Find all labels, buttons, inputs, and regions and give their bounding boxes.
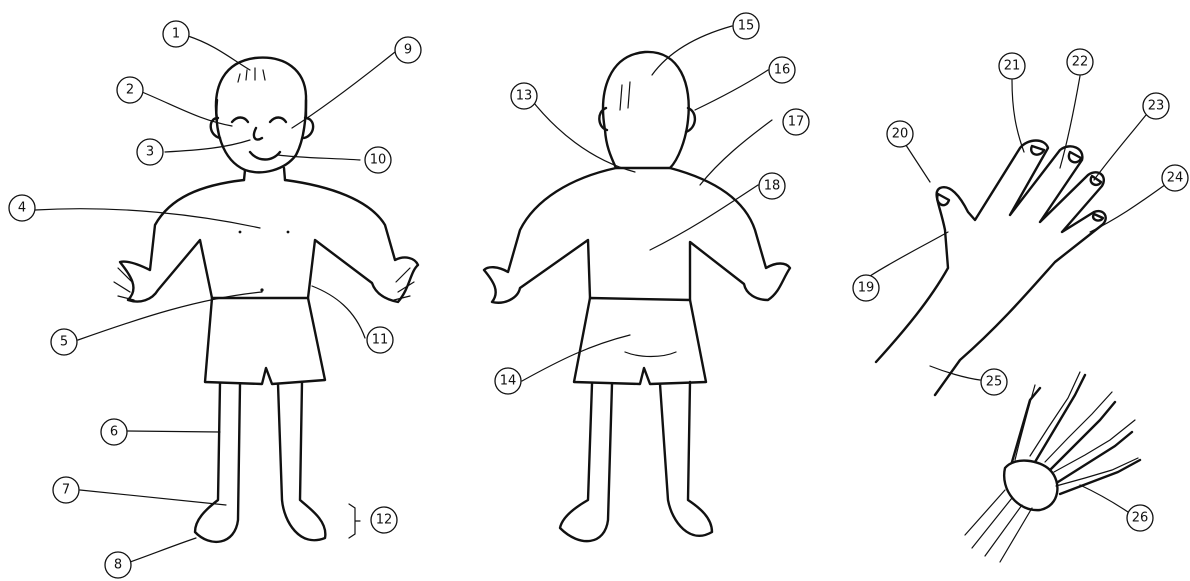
svg-text:15: 15 [738,19,755,34]
front-hair-strands [238,68,265,82]
label-23: 23 [1143,93,1169,119]
svg-text:26: 26 [1132,511,1149,526]
label-3: 3 [137,139,163,165]
svg-text:5: 5 [60,335,68,350]
label-11: 11 [367,327,393,353]
hand-figure [876,141,1106,396]
svg-text:3: 3 [146,145,154,160]
back-head [603,52,689,168]
svg-text:9: 9 [404,43,412,58]
svg-text:24: 24 [1167,171,1184,186]
back-view-figure [484,52,790,541]
index-nail [1031,146,1044,155]
label-15: 15 [733,13,759,39]
svg-text:20: 20 [892,127,909,142]
front-face [216,100,306,172]
label-7: 7 [53,477,79,503]
pinky-nail [1093,214,1103,221]
middle-nail [1069,152,1081,162]
back-legs [560,382,712,541]
label-17: 17 [783,109,809,135]
svg-text:12: 12 [376,513,393,528]
front-view-figure [114,58,418,542]
hand-skeleton [965,372,1140,562]
svg-text:14: 14 [500,374,517,389]
svg-text:10: 10 [370,153,387,168]
metacarpal-outlines [1012,375,1140,494]
label-21: 21 [999,53,1025,79]
front-left-nipple [239,231,242,234]
svg-text:25: 25 [986,375,1003,390]
front-mouth [250,152,280,160]
svg-text:1: 1 [172,27,180,42]
front-torso-arms [120,180,418,302]
label-26: 26 [1127,505,1153,531]
svg-text:16: 16 [774,63,791,78]
label-2: 2 [117,77,143,103]
front-legs [195,382,325,542]
svg-text:17: 17 [788,115,805,130]
svg-text:19: 19 [858,281,875,296]
hand-outline [876,141,1106,396]
front-navel [260,288,263,291]
svg-text:6: 6 [110,425,118,440]
front-shorts [205,298,325,384]
svg-text:8: 8 [114,558,122,573]
svg-text:4: 4 [18,201,26,216]
label-25: 25 [981,369,1007,395]
label-10: 10 [365,147,391,173]
svg-text:21: 21 [1004,59,1021,74]
thumb-nail [937,194,949,205]
label-1: 1 [163,21,189,47]
back-hair-strands [620,82,630,110]
forearm-bones [965,490,1032,562]
label-18: 18 [759,173,785,199]
front-nose [254,128,262,140]
front-hair [216,58,306,120]
front-right-eye [270,118,286,123]
wrist-bones [1004,461,1057,511]
label-13: 13 [511,83,537,109]
label-16: 16 [769,57,795,83]
label-22: 22 [1067,49,1093,75]
label-4: 4 [9,195,35,221]
label-20: 20 [887,121,913,147]
label-12: 12 [371,507,397,533]
label-5: 5 [51,329,77,355]
svg-text:13: 13 [516,89,533,104]
front-right-nipple [287,231,290,234]
back-shorts [574,298,706,384]
back-torso-arms [484,168,790,303]
label-24: 24 [1162,165,1188,191]
label-9: 9 [395,37,421,63]
label-circles: 1 2 3 4 5 6 7 8 9 10 11 12 13 14 15 16 1… [9,13,1188,578]
svg-text:23: 23 [1148,99,1165,114]
back-shorts-seam [625,352,676,357]
svg-text:18: 18 [764,179,781,194]
label-6: 6 [101,419,127,445]
front-left-eye [232,118,248,123]
label-8: 8 [105,552,131,578]
svg-text:22: 22 [1072,55,1089,70]
svg-text:7: 7 [62,483,70,498]
ankle-bracket [349,504,360,538]
svg-text:2: 2 [126,83,134,98]
front-neck [244,168,285,180]
label-14: 14 [495,368,521,394]
svg-text:11: 11 [372,333,389,348]
label-19: 19 [853,275,879,301]
